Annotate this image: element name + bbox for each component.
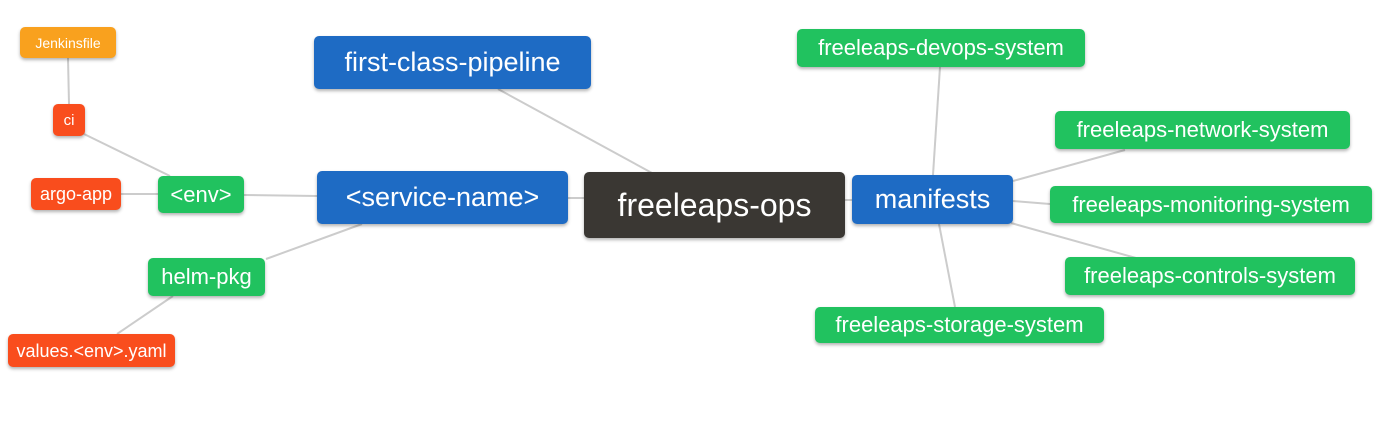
node-manifests[interactable]: manifests <box>852 175 1013 224</box>
node-first-class-pipeline[interactable]: first-class-pipeline <box>314 36 591 89</box>
node-env[interactable]: <env> <box>158 176 244 213</box>
edge-env-to-service-name <box>243 194 318 197</box>
edge-service-name-to-helm-pkg <box>265 223 363 260</box>
node-jenkinsfile[interactable]: Jenkinsfile <box>20 27 116 58</box>
node-freeleaps-devops-system[interactable]: freeleaps-devops-system <box>797 29 1085 67</box>
edge-manifests-to-freeleaps-controls-system <box>1010 222 1137 259</box>
node-ci[interactable]: ci <box>53 104 85 136</box>
edge-manifests-to-freeleaps-monitoring-system <box>1012 200 1051 205</box>
node-freeleaps-monitoring-system[interactable]: freeleaps-monitoring-system <box>1050 186 1372 223</box>
node-service-name[interactable]: <service-name> <box>317 171 568 224</box>
node-helm-pkg[interactable]: helm-pkg <box>148 258 265 296</box>
edge-manifests-to-freeleaps-storage-system <box>938 223 956 308</box>
node-freeleaps-controls-system[interactable]: freeleaps-controls-system <box>1065 257 1355 295</box>
edge-manifests-to-freeleaps-devops-system <box>932 66 941 176</box>
node-argo-app[interactable]: argo-app <box>31 178 121 210</box>
node-freeleaps-ops[interactable]: freeleaps-ops <box>584 172 845 238</box>
edge-jenkinsfile-to-ci <box>67 57 70 105</box>
node-freeleaps-storage-system[interactable]: freeleaps-storage-system <box>815 307 1104 343</box>
edge-first-class-pipeline-to-freeleaps-ops <box>497 88 653 174</box>
node-freeleaps-network-system[interactable]: freeleaps-network-system <box>1055 111 1350 149</box>
edge-ci-to-env <box>83 133 171 177</box>
edge-manifests-to-freeleaps-network-system <box>1012 149 1126 182</box>
node-values-env-yaml[interactable]: values.<env>.yaml <box>8 334 175 367</box>
edge-helm-pkg-to-values-env-yaml <box>116 295 174 335</box>
